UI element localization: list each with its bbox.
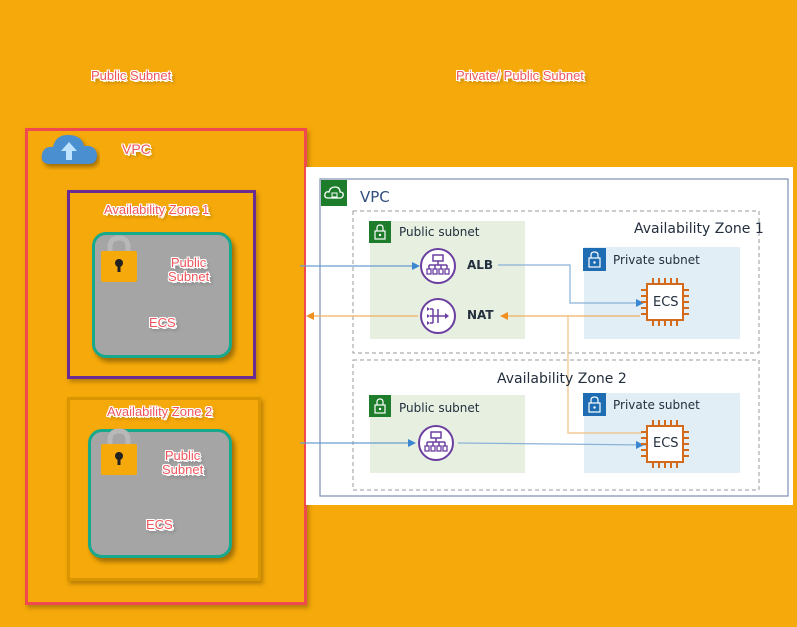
load-balancer-icon [418, 425, 454, 461]
left-az2-subnet-label: Public Subnet [162, 449, 203, 476]
left-az1-container [67, 190, 256, 379]
alb-to-ecs-line-az2 [457, 442, 649, 446]
arrow-head [412, 262, 420, 270]
cloud-upload-icon [41, 134, 97, 164]
lock-icon [374, 398, 386, 414]
subnet-label-line2: Subnet [168, 268, 210, 284]
aws-az2-title: Availability Zone 2 [497, 371, 627, 387]
private-subnet-badge [583, 393, 606, 416]
left-az1-subnet-label: Public Subnet [168, 256, 209, 283]
aws-az2-private-subnet-label: Private subnet [613, 398, 700, 412]
aws-diagram-lines [300, 178, 789, 497]
aws-vpc-label: VPC [360, 188, 390, 206]
load-balancer-icon [420, 248, 456, 284]
arrow-head [408, 439, 416, 447]
ecs-to-nat-line-az2 [567, 316, 642, 434]
aws-az2-border [352, 359, 760, 491]
vpc-badge [321, 180, 347, 206]
left-az2-title: Availability Zone 2 [107, 404, 213, 419]
nat-label: NAT [467, 308, 494, 322]
lock-icon [101, 235, 137, 282]
left-vpc-label: VPC [122, 141, 151, 157]
public-subnet-badge [369, 395, 391, 417]
lock-icon [588, 251, 601, 268]
ecs-chip-icon [641, 278, 689, 326]
aws-az1-ecs-label: ECS [653, 295, 679, 310]
private-subnet-badge [583, 248, 606, 271]
aws-az1-title: Availability Zone 1 [634, 221, 764, 237]
aws-az2-ecs-label: ECS [653, 436, 679, 451]
public-subnet-badge [369, 221, 391, 243]
ecs-chip-icon [641, 420, 689, 468]
arrow-head [306, 312, 314, 320]
alb-to-ecs-line-az1 [498, 264, 638, 304]
aws-az1-public-subnet-label: Public subnet [399, 225, 480, 239]
alb-label: ALB [467, 258, 494, 272]
lock-icon [588, 396, 601, 413]
aws-az2-public-subnet-label: Public subnet [399, 401, 480, 415]
left-az2-container [67, 397, 261, 581]
right-header: Private/ Public Subnet [456, 68, 584, 83]
aws-az1-private-subnet-label: Private subnet [613, 253, 700, 267]
subnet-label-line2: Subnet [162, 461, 204, 477]
arrow-head [636, 441, 644, 449]
left-az1-service: ECS [149, 315, 176, 330]
nat-gateway-icon [420, 298, 456, 334]
lock-icon [101, 428, 137, 475]
subnet-label-line1: Public [164, 448, 201, 463]
left-az1-title: Availability Zone 1 [104, 202, 210, 217]
left-az1-subnet-card [92, 232, 232, 358]
lock-icon [374, 224, 386, 240]
left-vpc-container [25, 128, 307, 605]
arrow-head [636, 299, 644, 307]
arrow-head [500, 312, 508, 320]
left-header: Public Subnet [91, 68, 172, 83]
vpc-cloud-lock-icon [324, 186, 344, 199]
aws-az1-border [352, 210, 760, 354]
aws-vpc-border [319, 178, 789, 497]
subnet-label-line1: Public [170, 255, 207, 270]
left-az2-service: ECS [146, 517, 173, 532]
